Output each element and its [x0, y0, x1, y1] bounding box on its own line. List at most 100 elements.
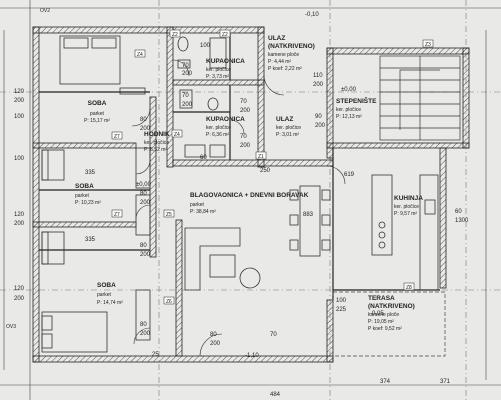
kitchen-counter: [371, 174, 439, 291]
svg-text:80: 80: [140, 243, 147, 249]
svg-text:200: 200: [240, 143, 251, 149]
svg-text:200: 200: [14, 221, 25, 227]
svg-text:120: 120: [14, 286, 25, 292]
bed-2: [41, 149, 65, 181]
svg-text:120: 120: [14, 89, 25, 95]
svg-text:619: 619: [344, 172, 355, 178]
svg-text:335: 335: [85, 237, 96, 243]
svg-text:parket: parket: [190, 202, 205, 208]
bathroom-fixtures: [177, 36, 227, 158]
svg-text:484: 484: [270, 392, 281, 398]
svg-text:OV2: OV2: [40, 8, 50, 14]
svg-text:70: 70: [240, 134, 247, 140]
svg-text:Z8: Z8: [406, 285, 412, 291]
svg-text:200: 200: [14, 296, 25, 302]
svg-text:ker. pločice: ker. pločice: [336, 107, 361, 113]
svg-text:P koef: 2,22 m²: P koef: 2,22 m²: [268, 66, 302, 72]
svg-text:KUPAONICA: KUPAONICA: [206, 58, 245, 65]
svg-text:(NATKRIVENO): (NATKRIVENO): [268, 43, 315, 50]
svg-text:KUPAONICA: KUPAONICA: [206, 116, 245, 123]
svg-text:parket: parket: [97, 292, 112, 298]
svg-text:100: 100: [14, 156, 25, 162]
room-label-kuhinja: KUHINJA ker. pločice P: 9,57 m²: [394, 195, 423, 217]
svg-text:BLAGOVAONICA + DNEVNI BORAVAK: BLAGOVAONICA + DNEVNI BORAVAK: [190, 192, 309, 199]
sofa: [184, 227, 261, 291]
svg-text:P: 12,13 m²: P: 12,13 m²: [336, 114, 362, 120]
svg-text:ker. pločice: ker. pločice: [394, 204, 419, 210]
svg-text:80: 80: [140, 322, 147, 328]
staircase: [379, 55, 461, 141]
svg-text:110: 110: [313, 73, 323, 79]
svg-text:200: 200: [182, 102, 193, 108]
svg-text:P: 9,57 m²: P: 9,57 m²: [394, 211, 417, 217]
svg-text:ULAZ: ULAZ: [268, 35, 285, 42]
svg-text:SOBA: SOBA: [88, 100, 107, 107]
svg-text:STEPENIŠTE: STEPENIŠTE: [336, 96, 377, 105]
dimension-labels: 120 200 120 200 120 200 80 200 80 200 80…: [14, 43, 469, 398]
svg-text:70: 70: [182, 93, 189, 99]
svg-text:120: 120: [14, 212, 25, 218]
svg-text:P: 4,44 m²: P: 4,44 m²: [268, 59, 291, 65]
svg-text:±0,00: ±0,00: [136, 182, 152, 188]
svg-text:80: 80: [140, 117, 147, 123]
svg-text:ULAZ: ULAZ: [276, 116, 293, 123]
svg-text:ker. pločice: ker. pločice: [276, 125, 301, 131]
svg-text:-0,05: -0,05: [370, 311, 384, 317]
walls: [32, 26, 470, 363]
svg-text:±0,00: ±0,00: [341, 87, 357, 93]
svg-text:200: 200: [315, 123, 326, 129]
svg-text:200: 200: [140, 200, 151, 206]
svg-text:250: 250: [260, 168, 271, 174]
svg-text:Z5: Z5: [166, 212, 172, 218]
svg-text:70: 70: [270, 332, 277, 338]
svg-text:371: 371: [440, 379, 451, 385]
room-label-ulaz2: ULAZ ker. pločice P: 3,01 m²: [276, 116, 301, 138]
room-label-soba2: SOBA parket P: 10,23 m²: [75, 183, 101, 206]
room-label-kupaonica1: KUPAONICA ker. pločice P: 3,73 m²: [206, 58, 245, 80]
svg-text:70: 70: [182, 63, 189, 69]
room-label-kupaonica2: KUPAONICA ker. pločice P: 6,36 m²: [206, 116, 245, 138]
svg-text:200: 200: [140, 252, 151, 258]
svg-text:ker. pločice: ker. pločice: [206, 67, 231, 73]
terrace-outline: [332, 291, 446, 357]
svg-text:Z7: Z7: [114, 212, 120, 218]
svg-text:883: 883: [303, 212, 314, 218]
svg-text:200: 200: [210, 341, 221, 347]
svg-text:100: 100: [200, 43, 211, 49]
svg-text:200: 200: [140, 331, 151, 337]
room-label-ulaz1: ULAZ (NATKRIVENO) kamene ploče P: 4,44 m…: [268, 35, 315, 72]
svg-text:Z3: Z3: [425, 42, 431, 48]
svg-text:Z2: Z2: [222, 32, 228, 38]
svg-text:60: 60: [455, 209, 462, 215]
room-label-terasa: TERASA (NATKRIVENO) kamene ploče P: 19,0…: [368, 295, 415, 332]
bed-4: [41, 311, 108, 353]
svg-text:P: 3,01 m²: P: 3,01 m²: [276, 132, 299, 138]
svg-text:-0,10: -0,10: [305, 12, 319, 18]
room-label-soba1: SOBA parket P: 15,17 m²: [84, 100, 110, 124]
svg-text:Z1: Z1: [258, 154, 264, 160]
room-label-soba3: SOBA parket P: 14,74 m²: [97, 282, 123, 306]
room-label-stepeniste: STEPENIŠTE ker. pločice P: 12,13 m²: [336, 96, 377, 120]
svg-text:80: 80: [210, 332, 217, 338]
svg-text:P: 5,52 m²: P: 5,52 m²: [144, 147, 167, 153]
svg-text:-1,10: -1,10: [245, 353, 259, 359]
dining-table: [289, 185, 331, 257]
doors: [131, 59, 346, 357]
svg-text:P: 19,05 m²: P: 19,05 m²: [368, 319, 394, 325]
svg-text:Z6: Z6: [166, 299, 172, 305]
svg-text:ker. pločice: ker. pločice: [144, 140, 169, 146]
svg-text:P: 6,36 m²: P: 6,36 m²: [206, 132, 229, 138]
svg-text:200: 200: [140, 126, 151, 132]
svg-text:kamene ploče: kamene ploče: [368, 312, 399, 318]
svg-text:parket: parket: [90, 111, 105, 117]
svg-text:SOBA: SOBA: [97, 282, 116, 289]
svg-text:80: 80: [140, 191, 147, 197]
level-marks: -0,10 ±0,00 ±0,00 -1,10 -0,05: [136, 12, 384, 359]
svg-text:Z2: Z2: [172, 32, 178, 38]
svg-text:Z4: Z4: [174, 132, 180, 138]
svg-text:200: 200: [240, 108, 251, 114]
svg-text:60: 60: [200, 155, 207, 161]
svg-text:OV3: OV3: [6, 324, 16, 330]
svg-text:P: 3,73 m²: P: 3,73 m²: [206, 74, 229, 80]
